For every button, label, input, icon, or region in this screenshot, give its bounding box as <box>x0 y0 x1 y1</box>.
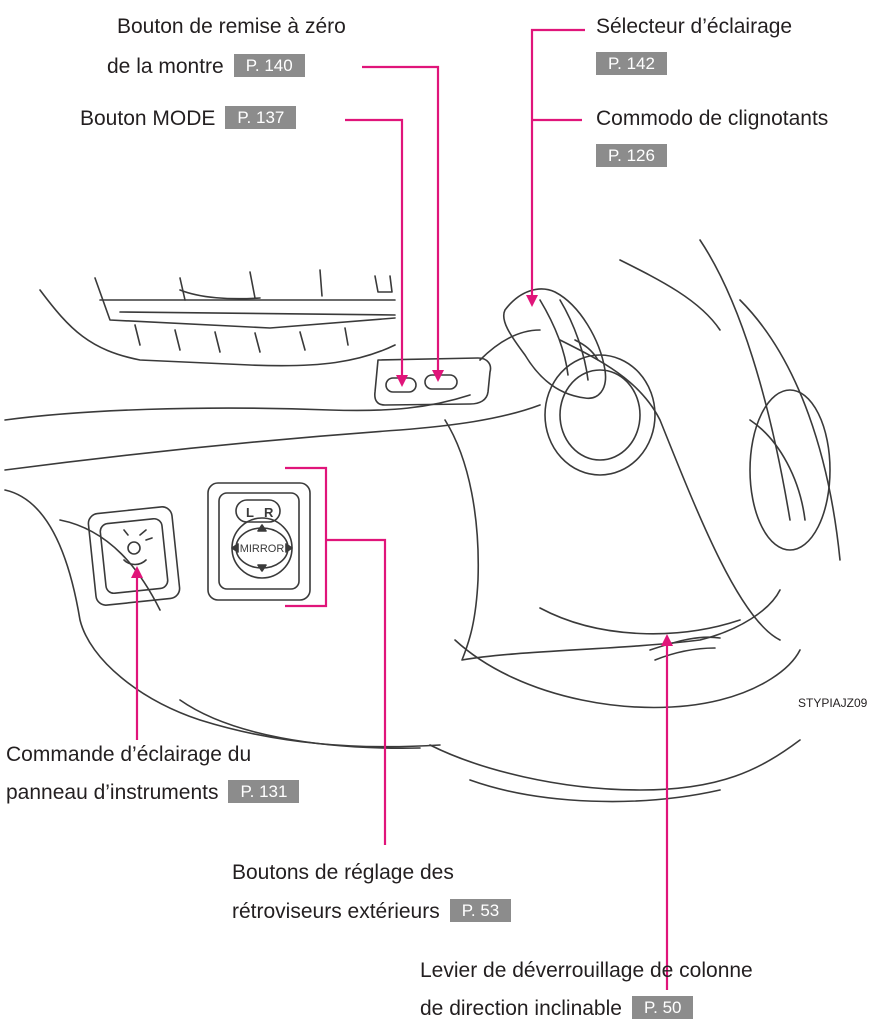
turn-signal-page-ref[interactable]: P. 126 <box>596 144 667 167</box>
mirror-label-line2: rétroviseurs extérieurs <box>232 900 440 923</box>
panel-light-page-ref[interactable]: P. 131 <box>228 780 300 803</box>
mirror-page-ref[interactable]: P. 53 <box>449 899 512 922</box>
light-selector-label: Sélecteur d’éclairage <box>596 12 792 42</box>
tilt-lever-label-line2: de direction inclinable P. 50 <box>420 994 694 1024</box>
combination-switch-stalk <box>503 288 607 399</box>
mode-page-ref[interactable]: P. 137 <box>225 106 297 129</box>
reset-label-line1: Bouton de remise à zéro <box>117 15 346 38</box>
mode-button-label: Bouton MODE P. 137 <box>80 104 297 134</box>
reset-label-line2: de la montre <box>107 55 224 78</box>
mirror-switch-label: MIRROR <box>240 543 285 555</box>
leader-lights <box>530 28 585 300</box>
leader-reset <box>362 65 440 375</box>
panel-light-switch <box>87 506 181 606</box>
turn-signal-label: Commodo de clignotants <box>596 104 828 134</box>
mode-label-text: Bouton MODE <box>80 107 216 130</box>
tilt-page-ref[interactable]: P. 50 <box>631 996 694 1019</box>
light-selector-page-ref[interactable]: P. 142 <box>596 52 667 75</box>
arrowhead-reset <box>432 370 444 382</box>
panel-light-line1: Commande d’éclairage du <box>6 743 252 766</box>
arrowhead-lights <box>526 295 538 307</box>
panel-light-line2: panneau d’instruments <box>6 781 219 804</box>
mirror-switch-label-line2: rétroviseurs extérieurs P. 53 <box>232 897 512 927</box>
leader-mode <box>345 118 404 380</box>
arrowhead-mode <box>396 375 408 387</box>
leader-mirror-bracket <box>285 466 387 845</box>
arrowhead-panel <box>131 566 143 578</box>
reset-button-label: Bouton de remise à zéro <box>117 12 346 42</box>
light-selector-ref-row: P. 142 <box>596 50 667 80</box>
panel-light-label: Commande d’éclairage du <box>6 740 251 770</box>
reset-button-label-line2: de la montre P. 140 <box>107 52 305 82</box>
reset-page-ref[interactable]: P. 140 <box>233 54 305 77</box>
panel-light-label-line2: panneau d’instruments P. 131 <box>6 778 300 808</box>
steering-column <box>444 239 841 709</box>
tilt-label-line1: Levier de déverrouillage de colonne <box>420 959 753 982</box>
arrowhead-tilt <box>661 634 673 646</box>
mirror-label-line1: Boutons de réglage des <box>232 861 454 884</box>
mirror-switch-l: L <box>246 505 254 520</box>
tilt-label-line2: de direction inclinable <box>420 997 622 1020</box>
image-code: STYPIAJZ09 <box>798 696 868 710</box>
tilt-lever <box>649 636 721 661</box>
tilt-lever-label: Levier de déverrouillage de colonne <box>420 956 753 986</box>
mirror-switch-label-block: Boutons de réglage des <box>232 858 454 888</box>
air-vent <box>39 269 396 367</box>
mirror-switch <box>207 482 311 601</box>
turn-signal-ref-row: P. 126 <box>596 142 667 172</box>
turn-signal-text: Commodo de clignotants <box>596 107 829 130</box>
light-selector-text: Sélecteur d’éclairage <box>596 15 793 38</box>
mirror-switch-r: R <box>264 505 274 520</box>
